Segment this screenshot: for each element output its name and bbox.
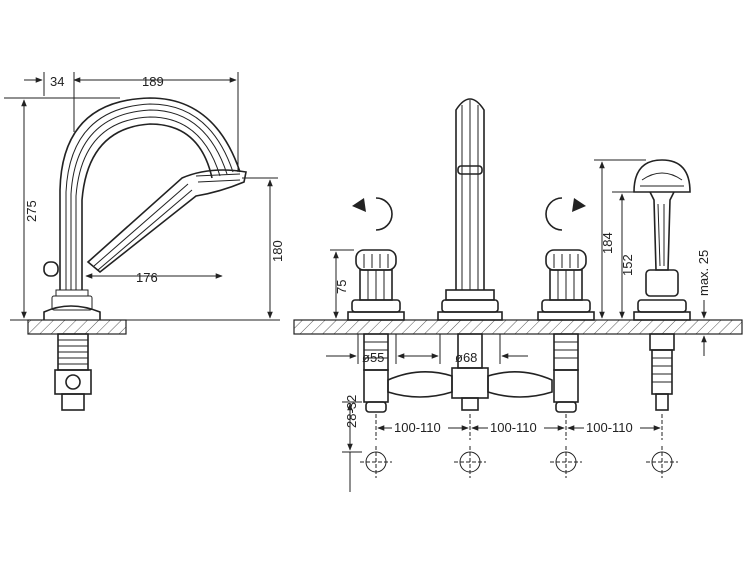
front-handshower: [633, 159, 691, 321]
front-view: 75 184 152 max. 25 ø55 ø68 28-32: [293, 98, 743, 492]
right-valve-handle: [537, 249, 595, 321]
mounting-holes: [360, 446, 678, 478]
dim-max-25: max. 25: [696, 250, 711, 296]
dim-spacing-1: 100-110: [394, 420, 441, 435]
deck-plate-right: [293, 319, 743, 335]
dim-28-32: 28-32: [344, 395, 359, 428]
dim-75: 75: [334, 280, 349, 294]
under-deck-assembly: [363, 333, 675, 413]
dim-275: 275: [24, 200, 39, 222]
rotation-arrow-right-icon: [545, 197, 586, 231]
center-spout: [437, 98, 503, 321]
dim-152: 152: [620, 254, 635, 276]
dim-176: 176: [136, 270, 158, 285]
dim-dia-68: ø68: [455, 350, 477, 365]
dim-189: 189: [142, 74, 164, 89]
side-view: 34 189 275 180 176: [4, 72, 285, 411]
dim-184: 184: [600, 232, 615, 254]
rotation-arrow-left-icon: [352, 197, 393, 231]
side-handshower: [86, 169, 247, 274]
side-knob: [43, 261, 59, 277]
left-valve-handle: [347, 249, 405, 321]
spout: [59, 97, 241, 290]
dim-180: 180: [270, 240, 285, 262]
dim-spacing-3: 100-110: [586, 420, 633, 435]
deck-plate-left: [27, 319, 127, 335]
dim-spacing-2: 100-110: [490, 420, 537, 435]
dim-dia-55: ø55: [362, 350, 384, 365]
dim-34: 34: [50, 74, 64, 89]
